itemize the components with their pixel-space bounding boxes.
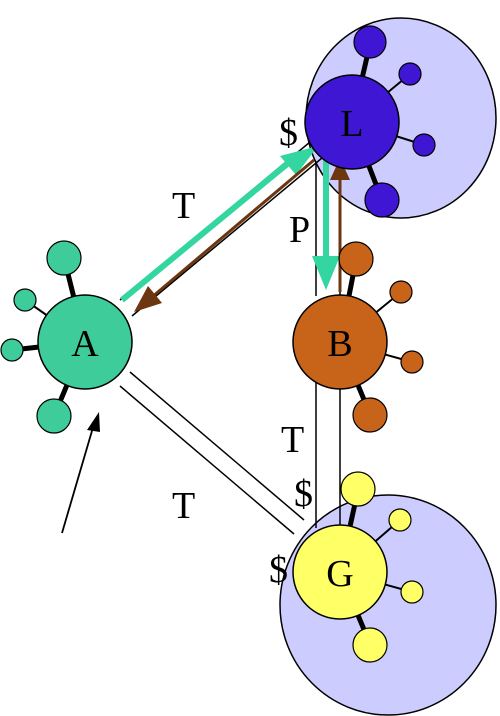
edge-label-b-g: T xyxy=(281,419,304,461)
edge-b-g xyxy=(315,378,341,528)
edge-label-a-l: T xyxy=(172,185,195,227)
node-b-label: B xyxy=(327,323,352,365)
flow-b-to-l-brown xyxy=(330,158,350,292)
marker-g-top: $ xyxy=(294,473,313,515)
marker-l: $ xyxy=(279,112,298,154)
flow-l-to-a-brown xyxy=(134,158,315,312)
node-g-label: G xyxy=(326,553,353,595)
node-b: B xyxy=(292,241,424,433)
edge-label-l-b: P xyxy=(289,209,310,251)
edge-a-g xyxy=(119,371,305,535)
node-b-circle xyxy=(292,294,388,390)
node-l: L xyxy=(304,25,436,218)
flow-l-to-b-green xyxy=(312,160,340,290)
node-a-label: A xyxy=(71,323,99,365)
node-g-circle xyxy=(292,524,388,620)
node-l-circle xyxy=(304,74,400,170)
node-a: A xyxy=(0,240,133,434)
pointer-arrow xyxy=(61,412,100,534)
node-a-circle xyxy=(37,294,133,390)
marker-g-left: $ xyxy=(269,549,288,591)
flow-a-to-l-green xyxy=(120,146,318,303)
edge-label-a-g: T xyxy=(172,485,195,527)
node-l-label: L xyxy=(340,103,363,145)
node-g: G xyxy=(292,471,424,663)
